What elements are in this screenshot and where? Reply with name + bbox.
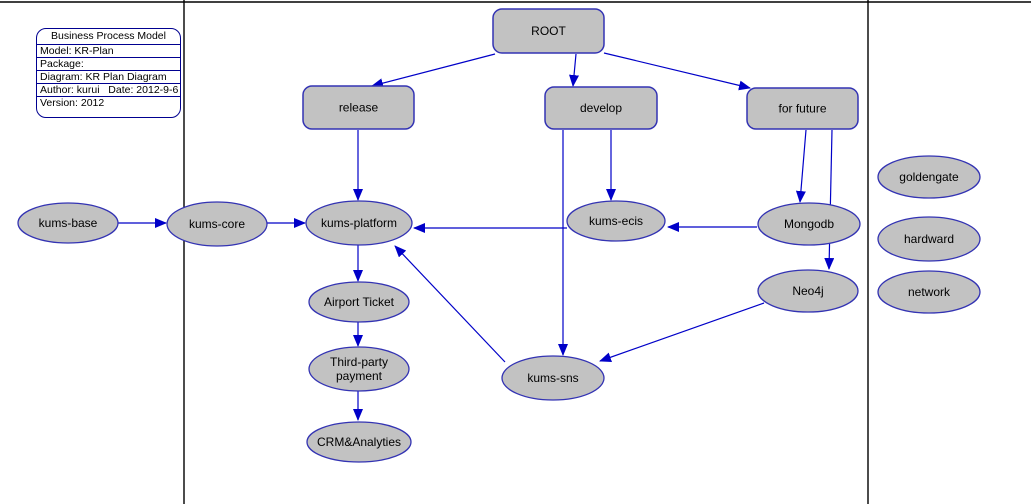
title-block-package-row: Package:: [37, 57, 180, 70]
node-for-future-label: for future: [778, 102, 826, 116]
node-kums-core[interactable]: kums-core: [166, 201, 268, 247]
node-network-shape[interactable]: [877, 270, 981, 314]
node-airport-ticket[interactable]: Airport Ticket: [308, 281, 410, 323]
edge-for-future-to-mongodb[interactable]: [795, 129, 807, 203]
node-network[interactable]: network: [877, 270, 981, 314]
node-airport-ticket-shape[interactable]: [308, 281, 410, 323]
node-kums-base-shape[interactable]: [17, 202, 119, 244]
node-mongodb-label: Mongodb: [784, 217, 834, 231]
edge-root-to-release[interactable]: [371, 53, 496, 89]
node-goldengate-shape[interactable]: [877, 155, 981, 199]
title-block-title: Business Process Model: [51, 30, 166, 42]
edge-for-future-to-neo4j[interactable]: [824, 129, 835, 270]
node-goldengate[interactable]: goldengate: [877, 155, 981, 199]
title-block[interactable]: Business Process Model Model: KR-Plan Pa…: [36, 28, 181, 118]
node-release[interactable]: release: [302, 85, 415, 130]
node-root-label: ROOT: [531, 24, 566, 38]
node-develop-shape[interactable]: [544, 86, 658, 130]
node-neo4j[interactable]: Neo4j: [757, 269, 859, 313]
node-neo4j-label: Neo4j: [792, 284, 823, 298]
title-block-version-row: Version: 2012: [37, 96, 180, 117]
node-third-party-payment-shape[interactable]: [308, 346, 410, 392]
node-kums-core-shape[interactable]: [166, 201, 268, 247]
node-kums-platform-shape[interactable]: [305, 200, 413, 246]
node-kums-ecis-shape[interactable]: [566, 200, 666, 242]
node-mongodb-shape[interactable]: [757, 202, 861, 246]
node-kums-base[interactable]: kums-base: [17, 202, 119, 244]
node-release-shape[interactable]: [302, 85, 415, 130]
node-goldengate-label: goldengate: [899, 170, 959, 184]
node-kums-sns[interactable]: kums-sns: [501, 355, 605, 401]
node-crm-analyties-label: CRM&Analyties: [317, 435, 401, 449]
node-for-future[interactable]: for future: [746, 87, 859, 130]
node-airport-ticket-label: Airport Ticket: [324, 295, 395, 309]
node-hardward[interactable]: hardward: [877, 216, 981, 262]
title-block-diagram-row: Diagram: KR Plan Diagram: [37, 70, 180, 83]
node-kums-sns-label: kums-sns: [527, 371, 578, 385]
node-network-label: network: [908, 285, 951, 299]
node-release-label: release: [339, 101, 379, 115]
edge-neo4j-to-kums-sns[interactable]: [599, 302, 765, 363]
title-block-author-row: Author: kurui Date: 2012-9-6: [37, 83, 180, 96]
node-neo4j-shape[interactable]: [757, 269, 859, 313]
node-kums-base-label: kums-base: [39, 216, 98, 230]
title-block-model-row: Model: KR-Plan: [37, 44, 180, 57]
edge-root-to-for-future[interactable]: [603, 52, 751, 91]
node-root[interactable]: ROOT: [492, 8, 605, 54]
node-crm-analyties[interactable]: CRM&Analyties: [306, 421, 412, 463]
node-kums-core-label: kums-core: [189, 217, 245, 231]
node-hardward-label: hardward: [904, 232, 954, 246]
node-hardward-shape[interactable]: [877, 216, 981, 262]
node-develop[interactable]: develop: [544, 86, 658, 130]
edge-root-to-develop[interactable]: [569, 53, 580, 87]
edge-kums-sns-to-kums-platform[interactable]: [394, 245, 506, 363]
node-kums-platform[interactable]: kums-platform: [305, 200, 413, 246]
node-kums-sns-shape[interactable]: [501, 355, 605, 401]
node-kums-ecis[interactable]: kums-ecis: [566, 200, 666, 242]
node-root-shape[interactable]: [492, 8, 605, 54]
node-crm-analyties-shape[interactable]: [306, 421, 412, 463]
node-for-future-shape[interactable]: [746, 87, 859, 130]
node-mongodb[interactable]: Mongodb: [757, 202, 861, 246]
node-kums-platform-label: kums-platform: [321, 216, 397, 230]
node-kums-ecis-label: kums-ecis: [589, 214, 643, 228]
node-develop-label: develop: [580, 101, 622, 115]
